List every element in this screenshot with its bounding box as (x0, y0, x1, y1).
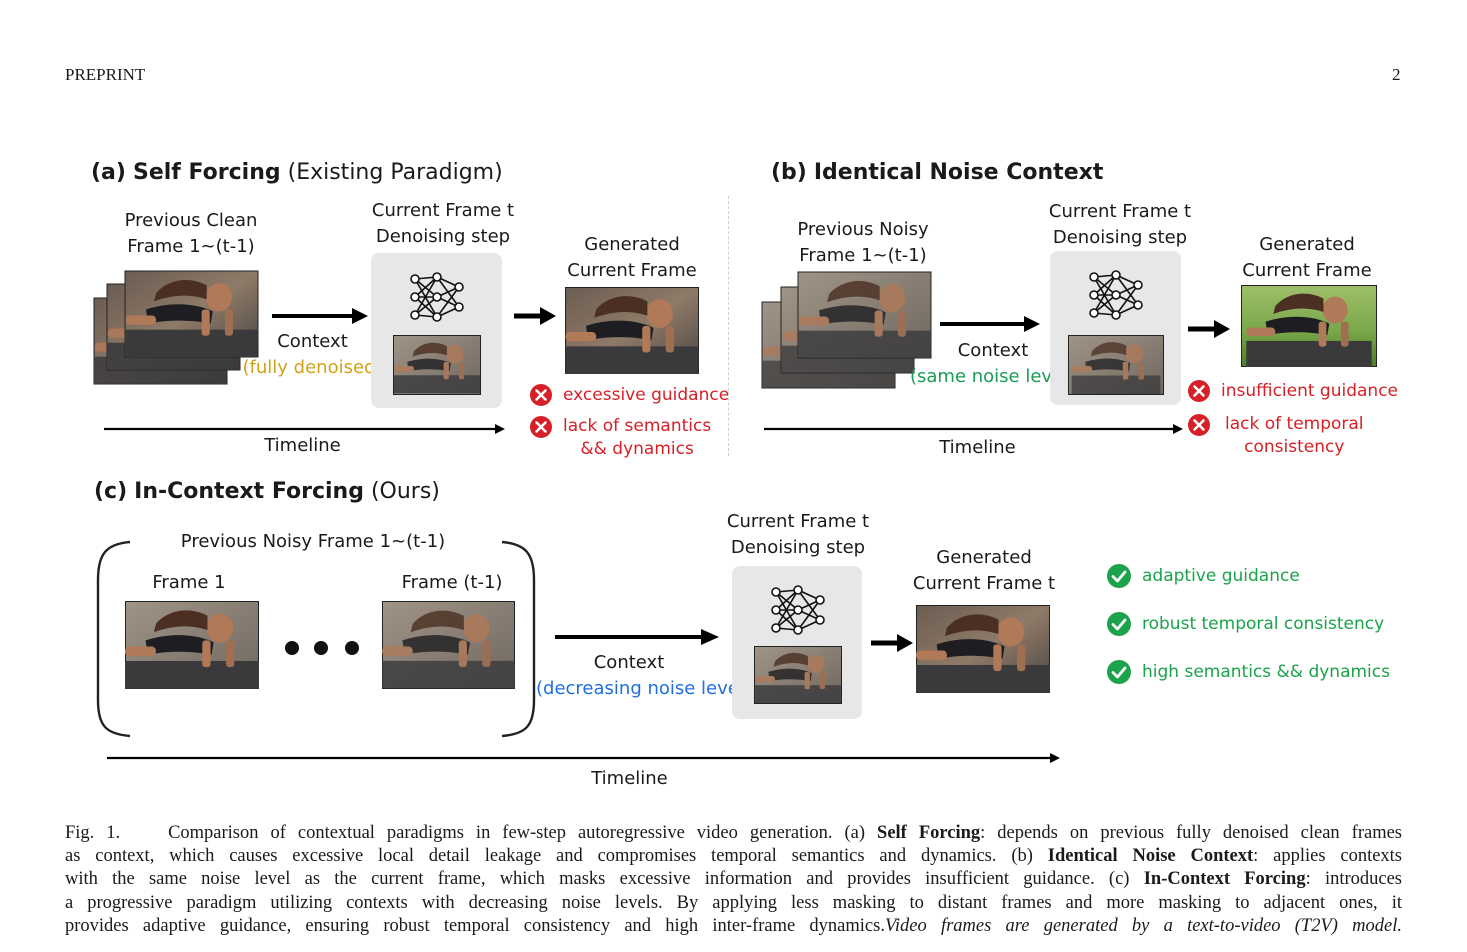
panel-a-timeline-arrow (104, 424, 505, 434)
panel-c-title: (c) In-Context Forcing (Ours) (94, 479, 440, 504)
panel-b-previous-frames (761, 271, 933, 391)
check-icon (1107, 612, 1131, 636)
panel-b-issue-1: insufficient guidance (1187, 379, 1398, 403)
panel-b-timeline-arrow (764, 424, 1183, 434)
error-x-icon (1188, 414, 1210, 436)
panel-c-context-note: (decreasing noise level) (536, 678, 751, 699)
panel-c-benefit-3: high semantics && dynamics (1106, 659, 1390, 685)
panel-a-issue-2: lack of semantics&& dynamics (529, 415, 711, 461)
panel-b-context-label: Context (957, 340, 1029, 361)
neural-network-icon (410, 272, 464, 322)
error-x-icon (530, 416, 552, 438)
error-x-icon (1188, 380, 1210, 402)
panel-b-timeline-label: Timeline (939, 437, 1016, 458)
page-number: 2 (1392, 65, 1401, 84)
figure-caption: Fig. 1. Comparison of contextual paradig… (65, 823, 1403, 936)
panel-b-denoiser-box (1050, 251, 1181, 405)
arrow-right-icon (272, 308, 368, 324)
panel-c-group-label: Previous Noisy Frame 1~(t-1) (150, 529, 476, 555)
panel-b-context-note: (same noise level) (910, 366, 1076, 387)
panel-a-previous-frames (93, 270, 263, 388)
panel-a-generated-frame (565, 287, 699, 374)
panel-a-current-frame-thumb (393, 335, 481, 395)
neural-network-icon (771, 585, 825, 635)
panel-c-context-bracket (96, 540, 536, 738)
running-header: PREPRINT (65, 65, 146, 84)
arrow-right-icon (940, 316, 1040, 332)
panel-a-title: (a) Self Forcing (Existing Paradigm) (91, 160, 503, 185)
panel-c-frame-first-label: Frame 1 (152, 572, 226, 593)
panel-b-title: (b) Identical Noise Context (771, 160, 1104, 185)
panel-c-generated-frame (916, 605, 1050, 693)
check-icon (1107, 660, 1131, 684)
panel-c-timeline-label: Timeline (591, 768, 668, 789)
panel-c-frame-last (382, 601, 515, 689)
panel-c-frame-first (125, 601, 259, 689)
panel-b-current-frame-thumb (1068, 335, 1164, 395)
neural-network-icon (1089, 270, 1143, 320)
check-icon (1107, 564, 1131, 588)
error-x-icon (530, 384, 552, 406)
ellipsis-dots-icon (285, 641, 359, 655)
arrow-right-icon (514, 307, 556, 325)
arrow-right-icon (555, 629, 719, 645)
panel-a-context-note: (fully denoised) (242, 357, 383, 378)
panel-c-benefit-2: robust temporal consistency (1106, 611, 1384, 637)
panel-c-benefit-1: adaptive guidance (1106, 563, 1300, 589)
panel-c-timeline-arrow (107, 753, 1060, 763)
panel-a-denoiser-box (371, 253, 502, 408)
panel-a-context-label: Context (277, 331, 348, 352)
panel-c-frame-last-label: Frame (t-1) (401, 572, 503, 593)
panel-a-issue-1: excessive guidance (529, 383, 729, 407)
panel-divider (728, 196, 729, 456)
arrow-right-icon (871, 634, 913, 652)
panel-a-timeline-label: Timeline (264, 435, 341, 456)
panel-c-current-frame-thumb (754, 646, 842, 704)
arrow-right-icon (1188, 320, 1230, 338)
panel-b-generated-frame (1241, 285, 1377, 367)
panel-c-denoiser-box (732, 566, 862, 719)
panel-c-context-label: Context (593, 652, 665, 673)
